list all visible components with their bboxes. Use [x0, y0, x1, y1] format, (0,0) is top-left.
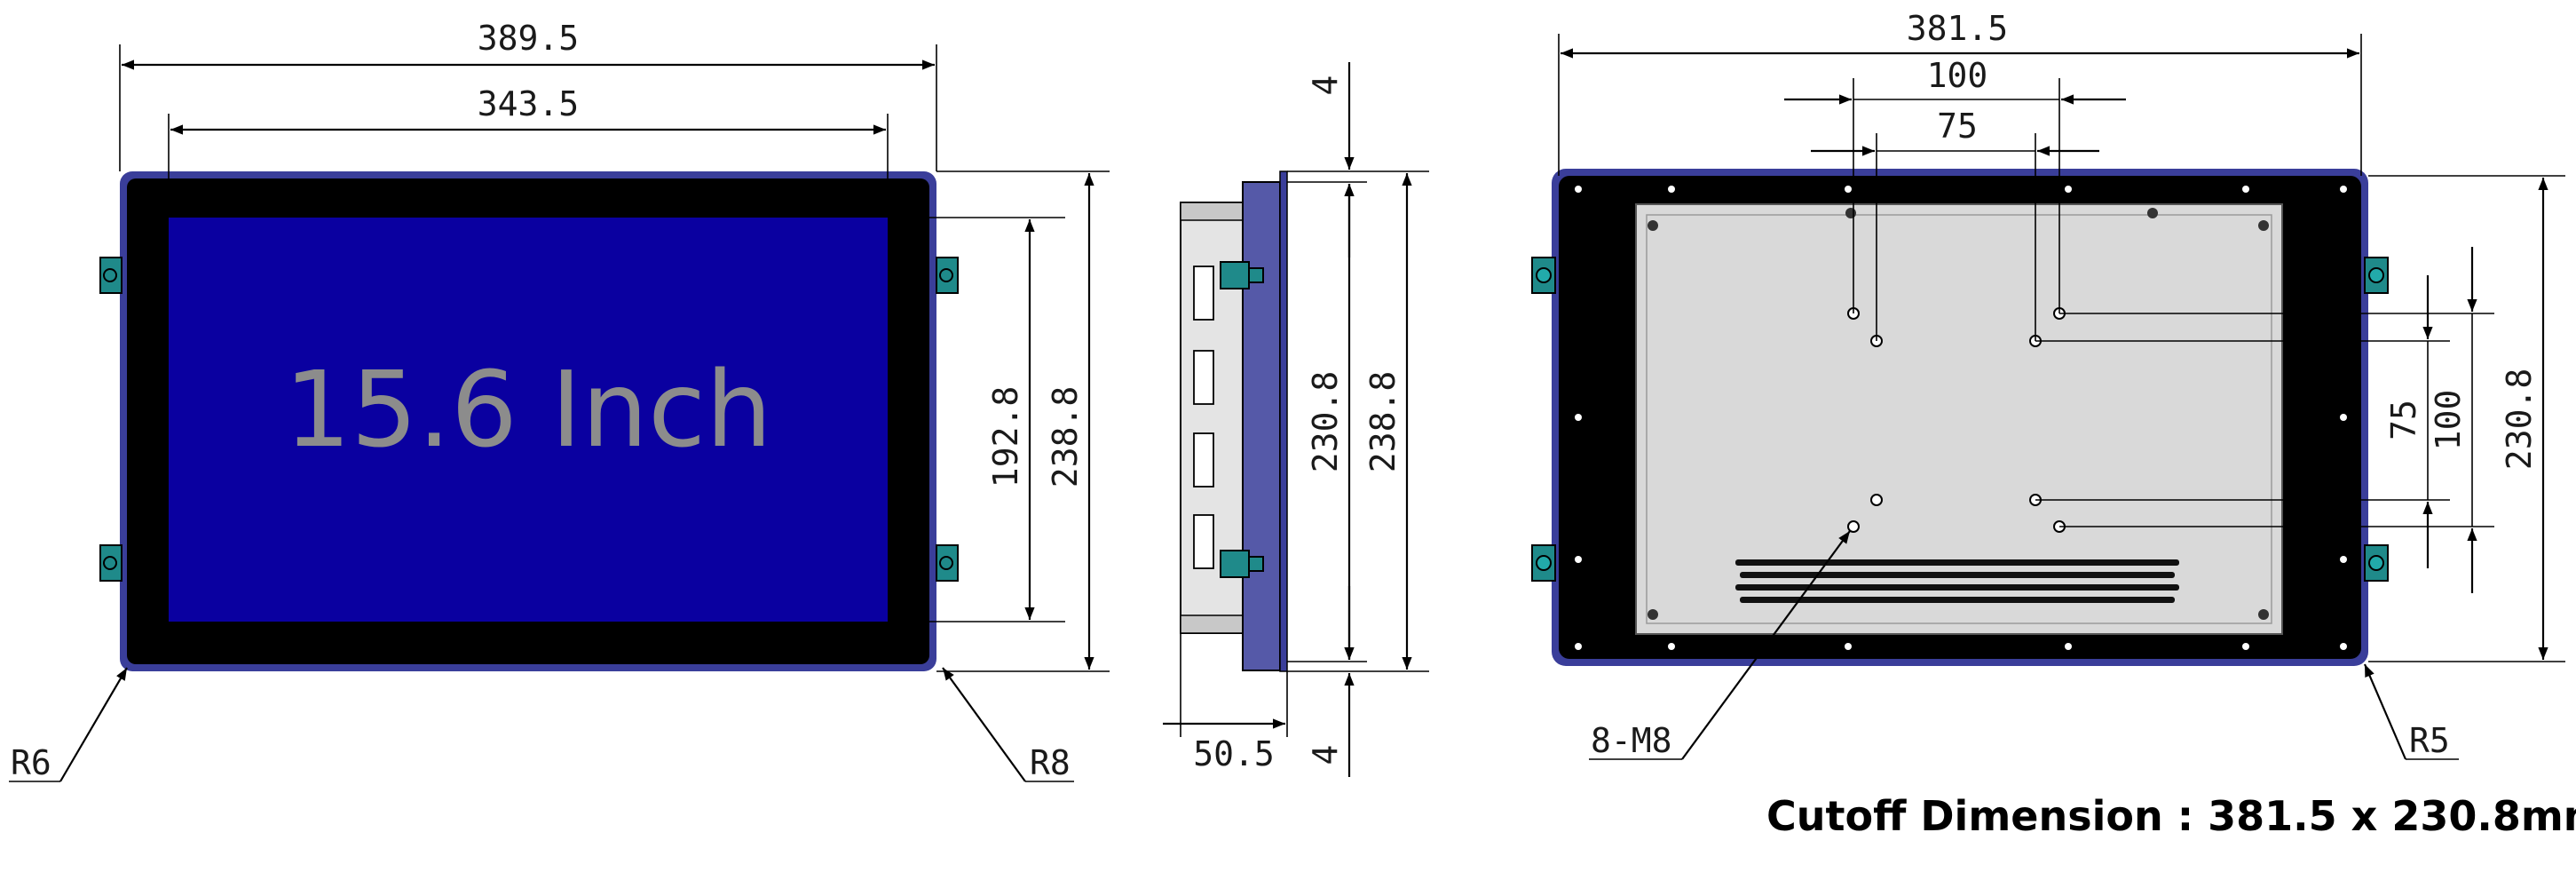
back-hole-v100-label: 100	[2429, 390, 2468, 451]
back-bracket-left-bottom	[1531, 544, 1556, 582]
back-vent	[1735, 559, 2179, 603]
front-height-outer-label: 238.8	[1046, 386, 1085, 488]
side-top-label: 4	[1306, 75, 1345, 96]
back-bracket-right-top	[2364, 257, 2389, 294]
back-view: 381.5 100 75 75 100 230.8	[1531, 9, 2565, 760]
side-outer-label: 238.8	[1363, 371, 1403, 472]
front-bracket-right-bottom	[936, 544, 959, 582]
back-holes-label: 8-M8	[1591, 721, 1672, 760]
back-plate	[1635, 203, 2283, 635]
front-radius-left-label: R6	[11, 743, 51, 782]
front-bracket-right-top	[936, 257, 959, 294]
side-ports	[1193, 266, 1214, 569]
back-hole-v75-label: 75	[2384, 400, 2423, 440]
back-height-label: 230.8	[2500, 369, 2539, 470]
front-view: 15.6 Inch 389.5 343.5 1	[9, 19, 1110, 782]
side-panel	[1242, 181, 1281, 671]
back-bezel-screws	[1575, 186, 2347, 650]
back-bracket-left-top	[1531, 257, 1556, 294]
back-bracket-right-bottom	[2364, 544, 2389, 582]
front-width-outer-label: 389.5	[478, 19, 579, 58]
front-width-inner-label: 343.5	[478, 84, 579, 123]
back-hole-h75-label: 75	[1937, 107, 1978, 146]
side-bracket-bottom	[1220, 550, 1264, 578]
front-bracket-left-bottom	[99, 544, 122, 582]
screen-size-label: 15.6 Inch	[284, 348, 772, 471]
side-bottom-label: 4	[1306, 745, 1345, 765]
cutoff-dimension-label: Cutoff Dimension : 381.5 x 230.8mm	[1766, 792, 2576, 840]
front-screen	[169, 218, 888, 622]
side-bracket-top	[1220, 261, 1264, 289]
back-hole-h100-label: 100	[1927, 56, 1988, 95]
side-inner-label: 230.8	[1306, 371, 1345, 472]
front-height-inner-label: 192.8	[986, 386, 1025, 488]
front-bracket-left-top	[99, 257, 122, 294]
side-depth-label: 50.5	[1193, 734, 1275, 773]
side-view: 4 230.8 238.8 4 50.5	[1163, 62, 1429, 777]
front-radius-right-label: R8	[1030, 743, 1071, 782]
back-width-label: 381.5	[1907, 9, 2008, 48]
back-radius-label: R5	[2409, 721, 2450, 760]
